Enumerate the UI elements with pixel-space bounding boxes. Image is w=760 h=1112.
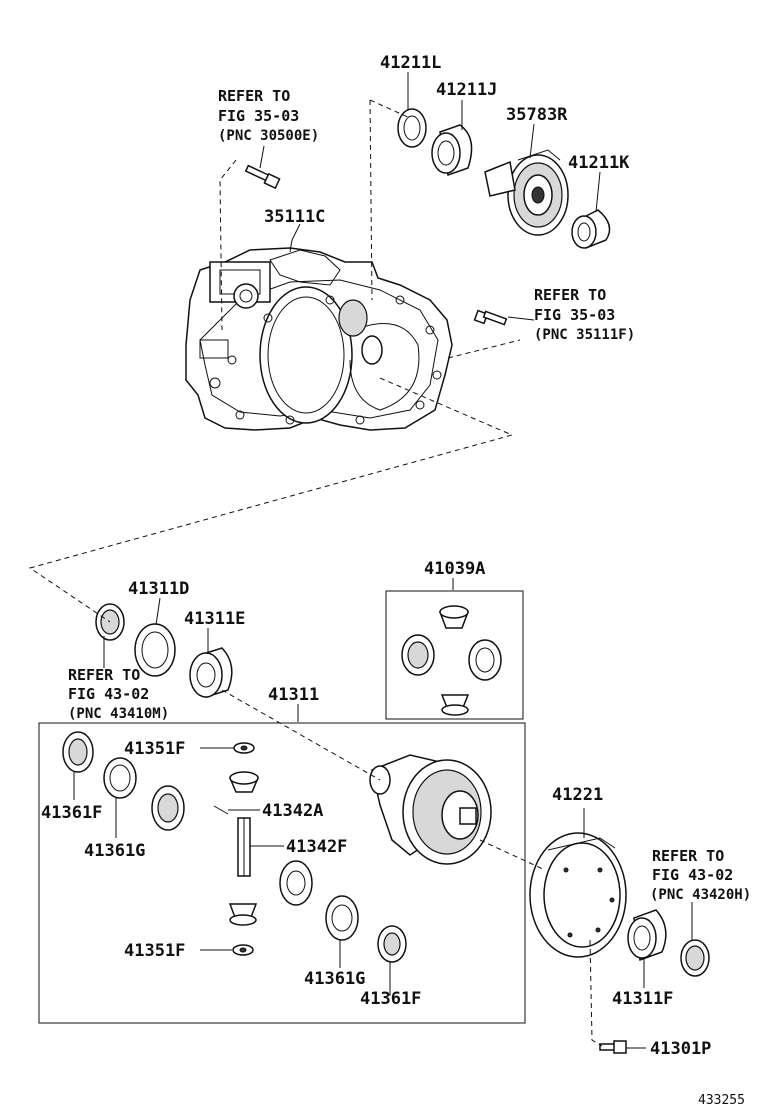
ring-gear-41221-illustration [529,832,627,958]
label-41361F-right: 41361F [360,989,421,1009]
kit-41039A-box [385,590,524,720]
pinion-top-illustration [228,771,260,793]
bolt-illustration-right [473,309,508,326]
reference-note-30500E: REFER TO FIG 35-03 (PNC 30500E) [218,87,319,144]
ref-top-left-line1: REFER TO [218,87,290,105]
washer-41361G-right-illustration [325,895,359,941]
bearing-41211J-illustration [431,124,473,176]
ref-bottom-right-line1: REFER TO [652,847,724,865]
kit-41039A-illustration [401,605,502,716]
label-35111C: 35111C [264,207,325,227]
seal-43420H-illustration [680,939,710,977]
pin-41342A-illustration [213,805,229,815]
shim-41311D-illustration [134,623,176,677]
figure-number: 433255 [698,1093,745,1108]
ref-bottom-right-line3: (PNC 43420H) [650,887,751,903]
label-41311: 41311 [268,685,319,705]
ref-top-right-line2: FIG 35-03 [534,306,615,324]
reference-note-43420H: REFER TO FIG 43-02 (PNC 43420H) [650,847,751,903]
pinion-bottom-illustration [228,903,258,926]
washer-41361F-right-illustration [377,925,407,963]
label-41342F: 41342F [286,837,347,857]
assembly-41311-box [38,722,526,1024]
washer-41351F-top-illustration [233,742,255,754]
label-41342A: 41342A [262,801,323,821]
assembly-lines [28,99,603,1047]
side-gear-right-illustration [279,860,313,906]
label-35783R: 35783R [506,105,568,125]
washer-41361F-left-illustration [62,731,94,773]
ref-bottom-right-line2: FIG 43-02 [652,866,733,884]
label-41211L: 41211L [380,53,441,73]
label-41221: 41221 [552,785,603,805]
ref-mid-left-line3: (PNC 43410M) [68,706,169,722]
bearing-41311E-illustration [189,647,233,698]
ref-mid-left-line2: FIG 43-02 [68,685,149,703]
washer-41351F-bottom-illustration [232,944,254,956]
shaft-41342F-illustration [237,817,251,877]
leader-lines [73,72,693,1049]
washer-41361G-left-illustration [103,757,137,799]
ref-top-left-line3: (PNC 30500E) [218,128,319,144]
bolt-illustration-top [244,164,281,190]
label-41301P: 41301P [650,1039,711,1059]
bolt-41301P-illustration [599,1040,627,1054]
ref-top-left-line2: FIG 35-03 [218,107,299,125]
label-41039A: 41039A [424,559,485,579]
label-41361F-left: 41361F [41,803,102,823]
label-41211J: 41211J [436,80,497,100]
label-41311F: 41311F [612,989,673,1009]
gear-35783R-illustration [484,149,569,236]
label-41311E: 41311E [184,609,245,629]
bearing-41311F-illustration [627,909,667,962]
seal-41211L-illustration [397,108,427,148]
label-41351F-top: 41351F [124,739,185,759]
ref-mid-left-line1: REFER TO [68,666,140,684]
differential-case-illustration [369,754,492,865]
label-41311D: 41311D [128,579,189,599]
bearing-41211K-illustration [571,209,611,250]
side-gear-left-illustration [151,785,185,831]
reference-note-43410M: REFER TO FIG 43-02 (PNC 43410M) [68,666,169,722]
label-41351F-bottom: 41351F [124,941,185,961]
ref-top-right-line3: (PNC 35111F) [534,327,635,343]
ref-top-right-line1: REFER TO [534,286,606,304]
label-41361G-right: 41361G [304,969,365,989]
transaxle-case-illustration [185,247,453,431]
label-41211K: 41211K [568,153,630,173]
reference-note-35111F: REFER TO FIG 35-03 (PNC 35111F) [534,286,635,343]
label-41361G-left: 41361G [84,841,145,861]
